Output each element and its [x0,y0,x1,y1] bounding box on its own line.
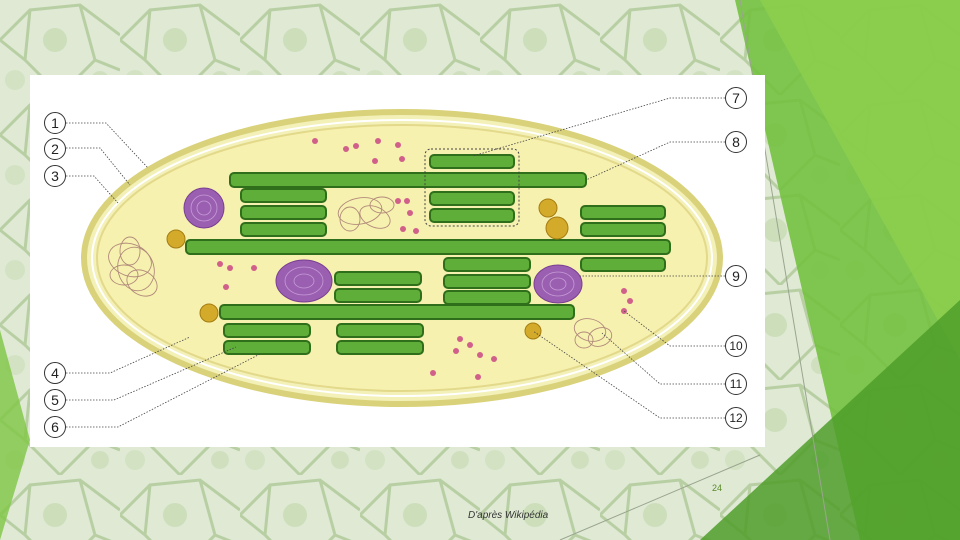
ribosome [343,146,349,152]
plastoglobule [199,303,219,323]
source-caption: D'après Wikipédia [468,510,549,521]
ribosome [453,348,459,354]
ribosome [395,198,401,204]
chloroplast-diagram [66,97,725,428]
label-4: 4 [44,362,66,384]
ribosome [475,374,481,380]
dna-loop [108,236,158,297]
starch-grain [183,187,225,229]
thylakoid [443,274,531,289]
ribosome [413,228,419,234]
leader-line-3 [66,175,119,204]
ribosome [400,226,406,232]
label-8: 8 [725,131,747,153]
ribosome [227,265,233,271]
leader-line-7 [472,97,725,157]
label-7: 7 [725,87,747,109]
ribosome [430,370,436,376]
stroma-lamella [219,304,575,320]
thylakoid [429,191,515,206]
ribosome [491,356,497,362]
plastoglobule [166,229,186,249]
label-2: 2 [44,138,66,160]
thylakoid [580,257,666,272]
thylakoid [223,340,311,355]
starch-grain [275,259,333,303]
ribosome [477,352,483,358]
leader-line-8 [585,141,725,181]
ribosome [251,265,257,271]
label-3: 3 [44,165,66,187]
ribosome [407,210,413,216]
label-10: 10 [725,335,747,357]
thylakoid [240,188,327,203]
thylakoid [240,222,327,237]
thylakoid [334,288,422,303]
label-1: 1 [44,112,66,134]
granum-highlight [424,148,520,227]
leader-line-4 [66,336,191,374]
label-6: 6 [44,416,66,438]
ribosome [372,158,378,164]
leader-line-1 [66,122,149,169]
thylakoid [429,154,515,169]
leader-line-11 [601,332,725,385]
stroma-lamella [185,239,671,255]
thylakoid [223,323,311,338]
label-12: 12 [725,407,747,429]
thylakoid [580,222,666,237]
ribosome [621,308,627,314]
plastoglobule [538,198,558,218]
plastoglobule [545,216,569,240]
chloroplast-figure: 1 2 3 4 5 6 7 8 9 10 11 12 [30,75,765,447]
ribosome [353,143,359,149]
ribosome [457,336,463,342]
ribosome [621,288,627,294]
thylakoid [429,208,515,223]
ribosome [312,138,318,144]
thylakoid [240,205,327,220]
leader-line-2 [66,147,131,186]
label-11: 11 [725,373,747,395]
thylakoid [443,290,531,305]
stroma-lamella [229,172,587,188]
leader-line-6 [66,353,261,428]
leader-line-5 [66,346,237,401]
ribosome [217,261,223,267]
page-number: 24 [712,483,723,493]
ribosome [627,298,633,304]
thylakoid [334,271,422,286]
ribosome [395,142,401,148]
label-5: 5 [44,389,66,411]
thylakoid [580,205,666,220]
leader-line-10 [623,310,725,347]
dna-loop [337,196,395,232]
ribosome [404,198,410,204]
thylakoid [336,323,424,338]
ribosome [467,342,473,348]
label-9: 9 [725,265,747,287]
ribosome [399,156,405,162]
starch-grain [533,264,583,304]
thylakoid [336,340,424,355]
inner-membrane [91,119,713,397]
leader-line-12 [532,330,725,419]
ribosome [223,284,229,290]
ribosome [375,138,381,144]
thylakoid [443,257,531,272]
plastoglobule [524,322,542,340]
dna-loop [573,318,613,349]
